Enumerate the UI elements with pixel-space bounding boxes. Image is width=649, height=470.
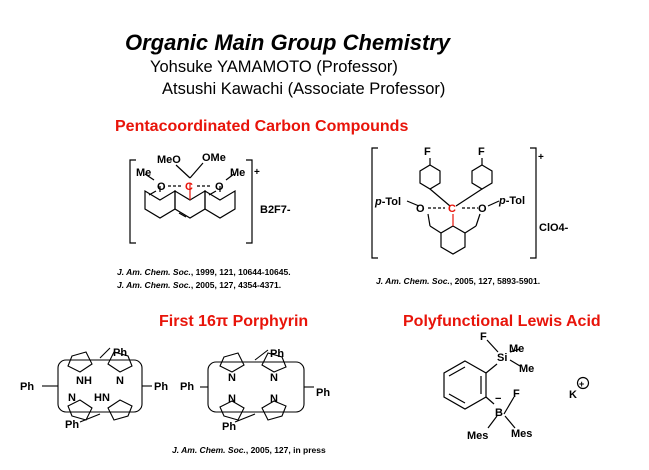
central-carbon-label: C bbox=[448, 203, 456, 215]
mes-left-label: Mes bbox=[467, 430, 488, 442]
ptol-right-label: p-Tol bbox=[498, 195, 525, 207]
page-title: Organic Main Group Chemistry bbox=[125, 30, 451, 55]
porphyrin-left-n-left: N bbox=[68, 392, 76, 404]
ref3-journal: J. Am. Chem. Soc. bbox=[376, 276, 450, 286]
ptol-left-label: p-Tol bbox=[374, 196, 401, 208]
porphyrin-right-ph-right: Ph bbox=[316, 387, 330, 399]
porphyrin-left-n-right: N bbox=[116, 375, 124, 387]
o-right-label: O bbox=[215, 181, 224, 193]
ref1-journal: J. Am. Chem. Soc. bbox=[117, 267, 191, 277]
ref2-details: , 2005, 127, 4354-4371. bbox=[190, 280, 282, 290]
o-left-label: O bbox=[157, 181, 166, 193]
potassium-label: K bbox=[569, 389, 577, 401]
meo-label: MeO bbox=[157, 154, 181, 166]
section-lewis-acid: Polyfunctional Lewis Acid bbox=[403, 313, 601, 330]
potassium-charge: + bbox=[579, 379, 584, 389]
section-pentacoordinated-carbon: Pentacoordinated Carbon Compounds bbox=[115, 118, 409, 135]
boron-minus-charge: − bbox=[495, 393, 501, 405]
me-right-label: Me bbox=[230, 167, 245, 179]
ref4-journal: J. Am. Chem. Soc. bbox=[172, 445, 246, 455]
methyl-1-label: Me bbox=[509, 343, 524, 355]
fluorine-b-label: F bbox=[513, 388, 520, 400]
fluorine-left-label: F bbox=[424, 146, 431, 158]
central-carbon-label: C bbox=[185, 181, 193, 193]
porphyrin-left-ph-bottom: Ph bbox=[65, 419, 79, 431]
ome-label: OMe bbox=[202, 152, 226, 164]
porphyrin-right-ph-top: Ph bbox=[270, 348, 284, 360]
porphyrin-right-n1: N bbox=[228, 372, 236, 384]
porphyrin-right-n4: N bbox=[270, 393, 278, 405]
boron-label: B bbox=[495, 407, 503, 419]
counterion-clo4: ClO4- bbox=[539, 222, 569, 234]
cation-plus: + bbox=[254, 167, 260, 178]
porphyrin-right-ph-left: Ph bbox=[180, 381, 194, 393]
author-professor: Yohsuke YAMAMOTO (Professor) bbox=[150, 58, 398, 76]
me-left-label: Me bbox=[136, 167, 151, 179]
porphyrin-left-ph-left: Ph bbox=[20, 381, 34, 393]
methyl-2-label: Me bbox=[519, 363, 534, 375]
silicon-label: Si bbox=[497, 352, 507, 364]
section-porphyrin: First 16π Porphyrin bbox=[159, 313, 309, 330]
porphyrin-left-hn: HN bbox=[94, 392, 110, 404]
ref1-details: , 1999, 121, 10644-10645. bbox=[190, 267, 291, 277]
reference-1: J. Am. Chem. Soc., 1999, 121, 10644-1064… bbox=[117, 267, 291, 277]
ref3-details: , 2005, 127, 5893-5901. bbox=[449, 276, 541, 286]
porphyrin-left-ph-right: Ph bbox=[154, 381, 168, 393]
cation-plus: + bbox=[538, 152, 544, 163]
fluorine-right-label: F bbox=[478, 146, 485, 158]
porphyrin-left-nh: NH bbox=[76, 375, 92, 387]
o-left-label: O bbox=[416, 203, 425, 215]
reference-2: J. Am. Chem. Soc., 2005, 127, 4354-4371. bbox=[117, 280, 281, 290]
ref4-details: , 2005, 127, in press bbox=[245, 445, 326, 455]
reference-3: J. Am. Chem. Soc., 2005, 127, 5893-5901. bbox=[376, 276, 540, 286]
porphyrin-right-n2: N bbox=[270, 372, 278, 384]
counterion-b2f7: B2F7- bbox=[260, 204, 291, 216]
mes-right-label: Mes bbox=[511, 428, 532, 440]
fluorine-si-label: F bbox=[480, 331, 487, 343]
reference-4: J. Am. Chem. Soc., 2005, 127, in press bbox=[172, 445, 326, 455]
porphyrin-left-ph-top: Ph bbox=[113, 347, 127, 359]
o-right-label: O bbox=[478, 203, 487, 215]
porphyrin-right-ph-bottom: Ph bbox=[222, 421, 236, 433]
author-associate-professor: Atsushi Kawachi (Associate Professor) bbox=[162, 80, 446, 98]
ref2-journal: J. Am. Chem. Soc. bbox=[117, 280, 191, 290]
porphyrin-right-n3: N bbox=[228, 393, 236, 405]
